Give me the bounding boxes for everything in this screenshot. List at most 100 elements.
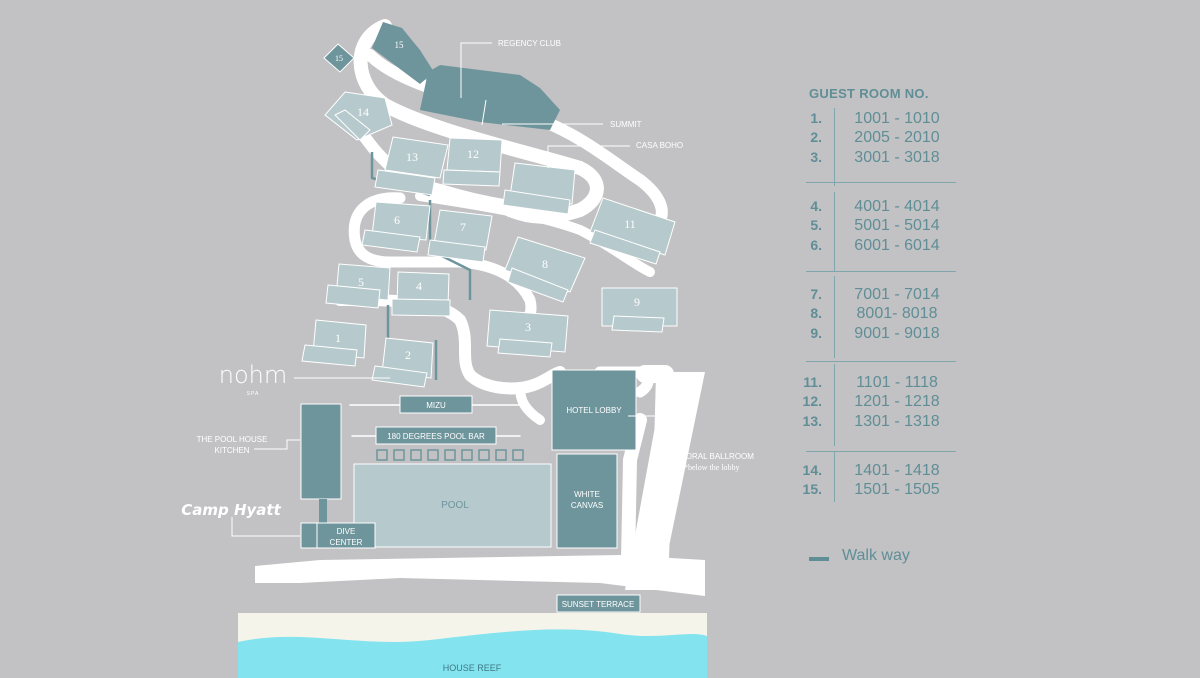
pool: POOL [353, 463, 552, 548]
nohm-spa-logo: nohm SPA [219, 361, 287, 397]
legend-row: 5. 5001 - 5014 [800, 217, 970, 237]
legend-num: 7. [810, 286, 822, 302]
pool-house-kitchen [300, 403, 342, 549]
dive-label-1: DIVE [337, 527, 356, 536]
legend-num: 13. [802, 413, 822, 429]
beach-promenade [255, 555, 705, 596]
legend-divider [834, 108, 835, 186]
building-15-small: 15 [323, 43, 355, 73]
legend-row: 7. 7001 - 7014 [800, 286, 970, 306]
coral-ballroom-label: CORAL BALLROOM [680, 452, 754, 461]
regency-club-label: REGENCY CLUB [498, 39, 561, 48]
legend-range: 4001 - 4014 [854, 198, 940, 215]
legend-num: 9. [810, 325, 822, 341]
building-8: 8 [504, 236, 586, 303]
pool-bar: 180 DEGREES POOL BAR [375, 426, 497, 445]
legend-title: GUEST ROOM NO. [809, 86, 929, 101]
legend-range: 1301 - 1318 [854, 413, 940, 430]
beach-area: HOUSE REEF [238, 613, 707, 678]
legend-range: 2005 - 2010 [854, 129, 940, 146]
legend-row: 4. 4001 - 4014 [800, 198, 970, 218]
legend-num: 2. [810, 129, 822, 145]
building-1-label: 1 [335, 331, 341, 345]
camp-hyatt-logo-text: Camp Hyatt [181, 501, 281, 519]
legend-range: 7001 - 7014 [854, 286, 940, 303]
casa-boho-label: CASA BOHO [636, 141, 683, 150]
building-1: 1 [301, 319, 367, 367]
pool-label: POOL [441, 500, 469, 511]
sunset-terrace: SUNSET TERRACE [556, 594, 641, 613]
legend-range: 9001 - 9018 [854, 325, 940, 342]
legend-range: 1001 - 1010 [854, 110, 940, 127]
building-5-label: 5 [358, 275, 364, 289]
building-4-label: 4 [416, 279, 422, 293]
legend-range: 3001 - 3018 [854, 149, 940, 166]
mizu-label: MIZU [426, 401, 446, 410]
legend-separator [806, 271, 956, 272]
sea [238, 629, 707, 678]
legend-row: 11.1101 - 1118 [800, 374, 970, 394]
legend-num: 1. [810, 110, 822, 126]
legend-num: 8. [810, 305, 822, 321]
walkway-label: Walk way [842, 547, 910, 564]
legend-row: 8.8001- 8018 [800, 305, 970, 325]
white-canvas: WHITE CANVAS [556, 453, 618, 549]
legend-num: 12. [802, 393, 822, 409]
legend-num: 14. [802, 462, 822, 478]
casa-boho [502, 162, 576, 215]
walkway-swatch [809, 557, 829, 561]
legend-num: 3. [810, 149, 822, 165]
legend-divider [834, 364, 835, 446]
summit-label: SUMMIT [610, 120, 642, 129]
legend-row: 14.1401 - 1418 [800, 462, 970, 482]
building-3-label: 3 [525, 320, 531, 334]
building-15b-label: 15 [335, 54, 343, 63]
legend-row: 2. 2005 - 2010 [800, 129, 970, 149]
building-11: 11 [589, 197, 676, 265]
building-4: 4 [391, 271, 451, 317]
building-14: 14 [324, 91, 393, 141]
legend-row: 9. 9001 - 9018 [800, 325, 970, 345]
building-8-label: 8 [542, 257, 548, 271]
legend-num: 5. [810, 217, 822, 233]
legend-separator [806, 361, 956, 362]
building-13: 13 [374, 136, 449, 196]
building-7: 7 [427, 209, 493, 263]
legend-row: 15. 1501 - 1505 [800, 481, 970, 501]
east-walk [625, 372, 705, 590]
pool-house-label-1: THE POOL HOUSE [197, 435, 268, 444]
house-reef-label: HOUSE REEF [443, 663, 502, 673]
camp-hyatt-logo: Camp Hyatt [181, 501, 281, 519]
building-6-label: 6 [394, 213, 400, 227]
legend-divider [834, 192, 835, 272]
callout-lines [231, 42, 677, 537]
building-13-label: 13 [406, 150, 418, 164]
building-3: 3 [486, 309, 569, 358]
legend-num: 11. [803, 374, 822, 390]
legend-divider [834, 276, 835, 358]
coral-ballroom-note: *below the lobby [684, 463, 740, 472]
legend-row: 13. 1301 - 1318 [800, 413, 970, 433]
legend-range: 1501 - 1505 [854, 481, 940, 498]
pool-bar-label: 180 DEGREES POOL BAR [387, 432, 485, 441]
building-9-label: 9 [634, 295, 640, 309]
legend-num: 4. [810, 198, 822, 214]
guest-buildings: 14 13 12 11 9 8 [301, 91, 678, 388]
mizu: MIZU [399, 395, 473, 414]
legend-num: 6. [810, 237, 822, 253]
building-2-label: 2 [405, 348, 411, 362]
legend-row: 1. 1001 - 1010 [800, 110, 970, 130]
legend-row: 6.6001 - 6014 [800, 237, 970, 257]
building-12: 12 [442, 137, 503, 187]
legend-separator [806, 451, 956, 452]
pool-loungers [376, 449, 524, 461]
building-15-label: 15 [395, 40, 405, 50]
pool-house-label-2: KITCHEN [214, 446, 249, 455]
legend-range: 5001 - 5014 [854, 217, 940, 234]
legend-num: 15. [802, 481, 822, 497]
sunset-terrace-label: SUNSET TERRACE [562, 600, 635, 609]
dive-center: DIVE CENTER [316, 522, 376, 549]
building-6: 6 [361, 201, 431, 253]
